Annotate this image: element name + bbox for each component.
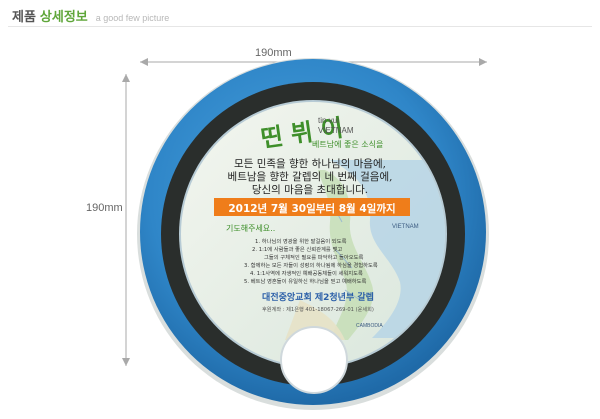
prayer-item-2: 2. 1:1에 사람들과 좋은 신뢰관계를 맺고 [252, 245, 342, 253]
prayer-item-6: 5. 베트남 영혼들이 유일하신 하나님을 믿고 예배하도록 [244, 277, 366, 285]
header-subtitle: a good few picture [95, 13, 170, 23]
product-label: 제품 [12, 9, 36, 24]
detail-label: 상세정보 [39, 9, 88, 24]
map-label-cambodia: CAMBODIA [356, 323, 383, 329]
fan-title-caption: 베트남에 좋은 소식을 [312, 140, 383, 149]
fan-disc [137, 58, 489, 410]
intro-line-3: 당신의 마음을 초대합니다. [252, 184, 368, 196]
date-banner: 2012년 7월 30일부터 8월 4일까지 [228, 202, 395, 215]
prayer-item-4: 3. 함께하는 모든 자들이 성령의 하나됨에 하심을 경험하도록 [244, 261, 378, 269]
church-name: 대전중앙교회 제2청년부 갈렙 [262, 291, 374, 303]
intro-line-2: 베트남을 향한 갈렙의 네 번째 걸음에, [228, 170, 393, 183]
prayer-heading: 기도해주세요.. [226, 223, 275, 233]
map-label-vietnam: VIETNAM [392, 224, 419, 230]
height-label: 190mm [86, 202, 123, 214]
fan-title-small: tin vui [318, 116, 339, 125]
page-header: 제품 상세정보 a good few picture [12, 6, 169, 26]
header-divider [8, 26, 592, 27]
intro-line-1: 모든 민족을 향한 하나님의 마음에, [234, 157, 386, 170]
prayer-item-3: 그들의 구체적인 필요를 파악하고 돌아오도록 [264, 253, 363, 261]
width-label: 190mm [255, 47, 292, 59]
contact-line: 후원계좌 : 제1은행 401-18067-269-01 (윤세희) [262, 305, 374, 313]
prayer-item-1: 1. 하나님의 영광을 위한 발걸음이 되도록 [255, 237, 347, 245]
prayer-item-5: 4. 1:1사역에 자생적인 예배공동체들이 세워지도록 [250, 269, 363, 277]
height-dimension [122, 74, 130, 366]
fan-title-country: VIETNAM [318, 126, 354, 135]
date-banner-bg [214, 198, 410, 216]
